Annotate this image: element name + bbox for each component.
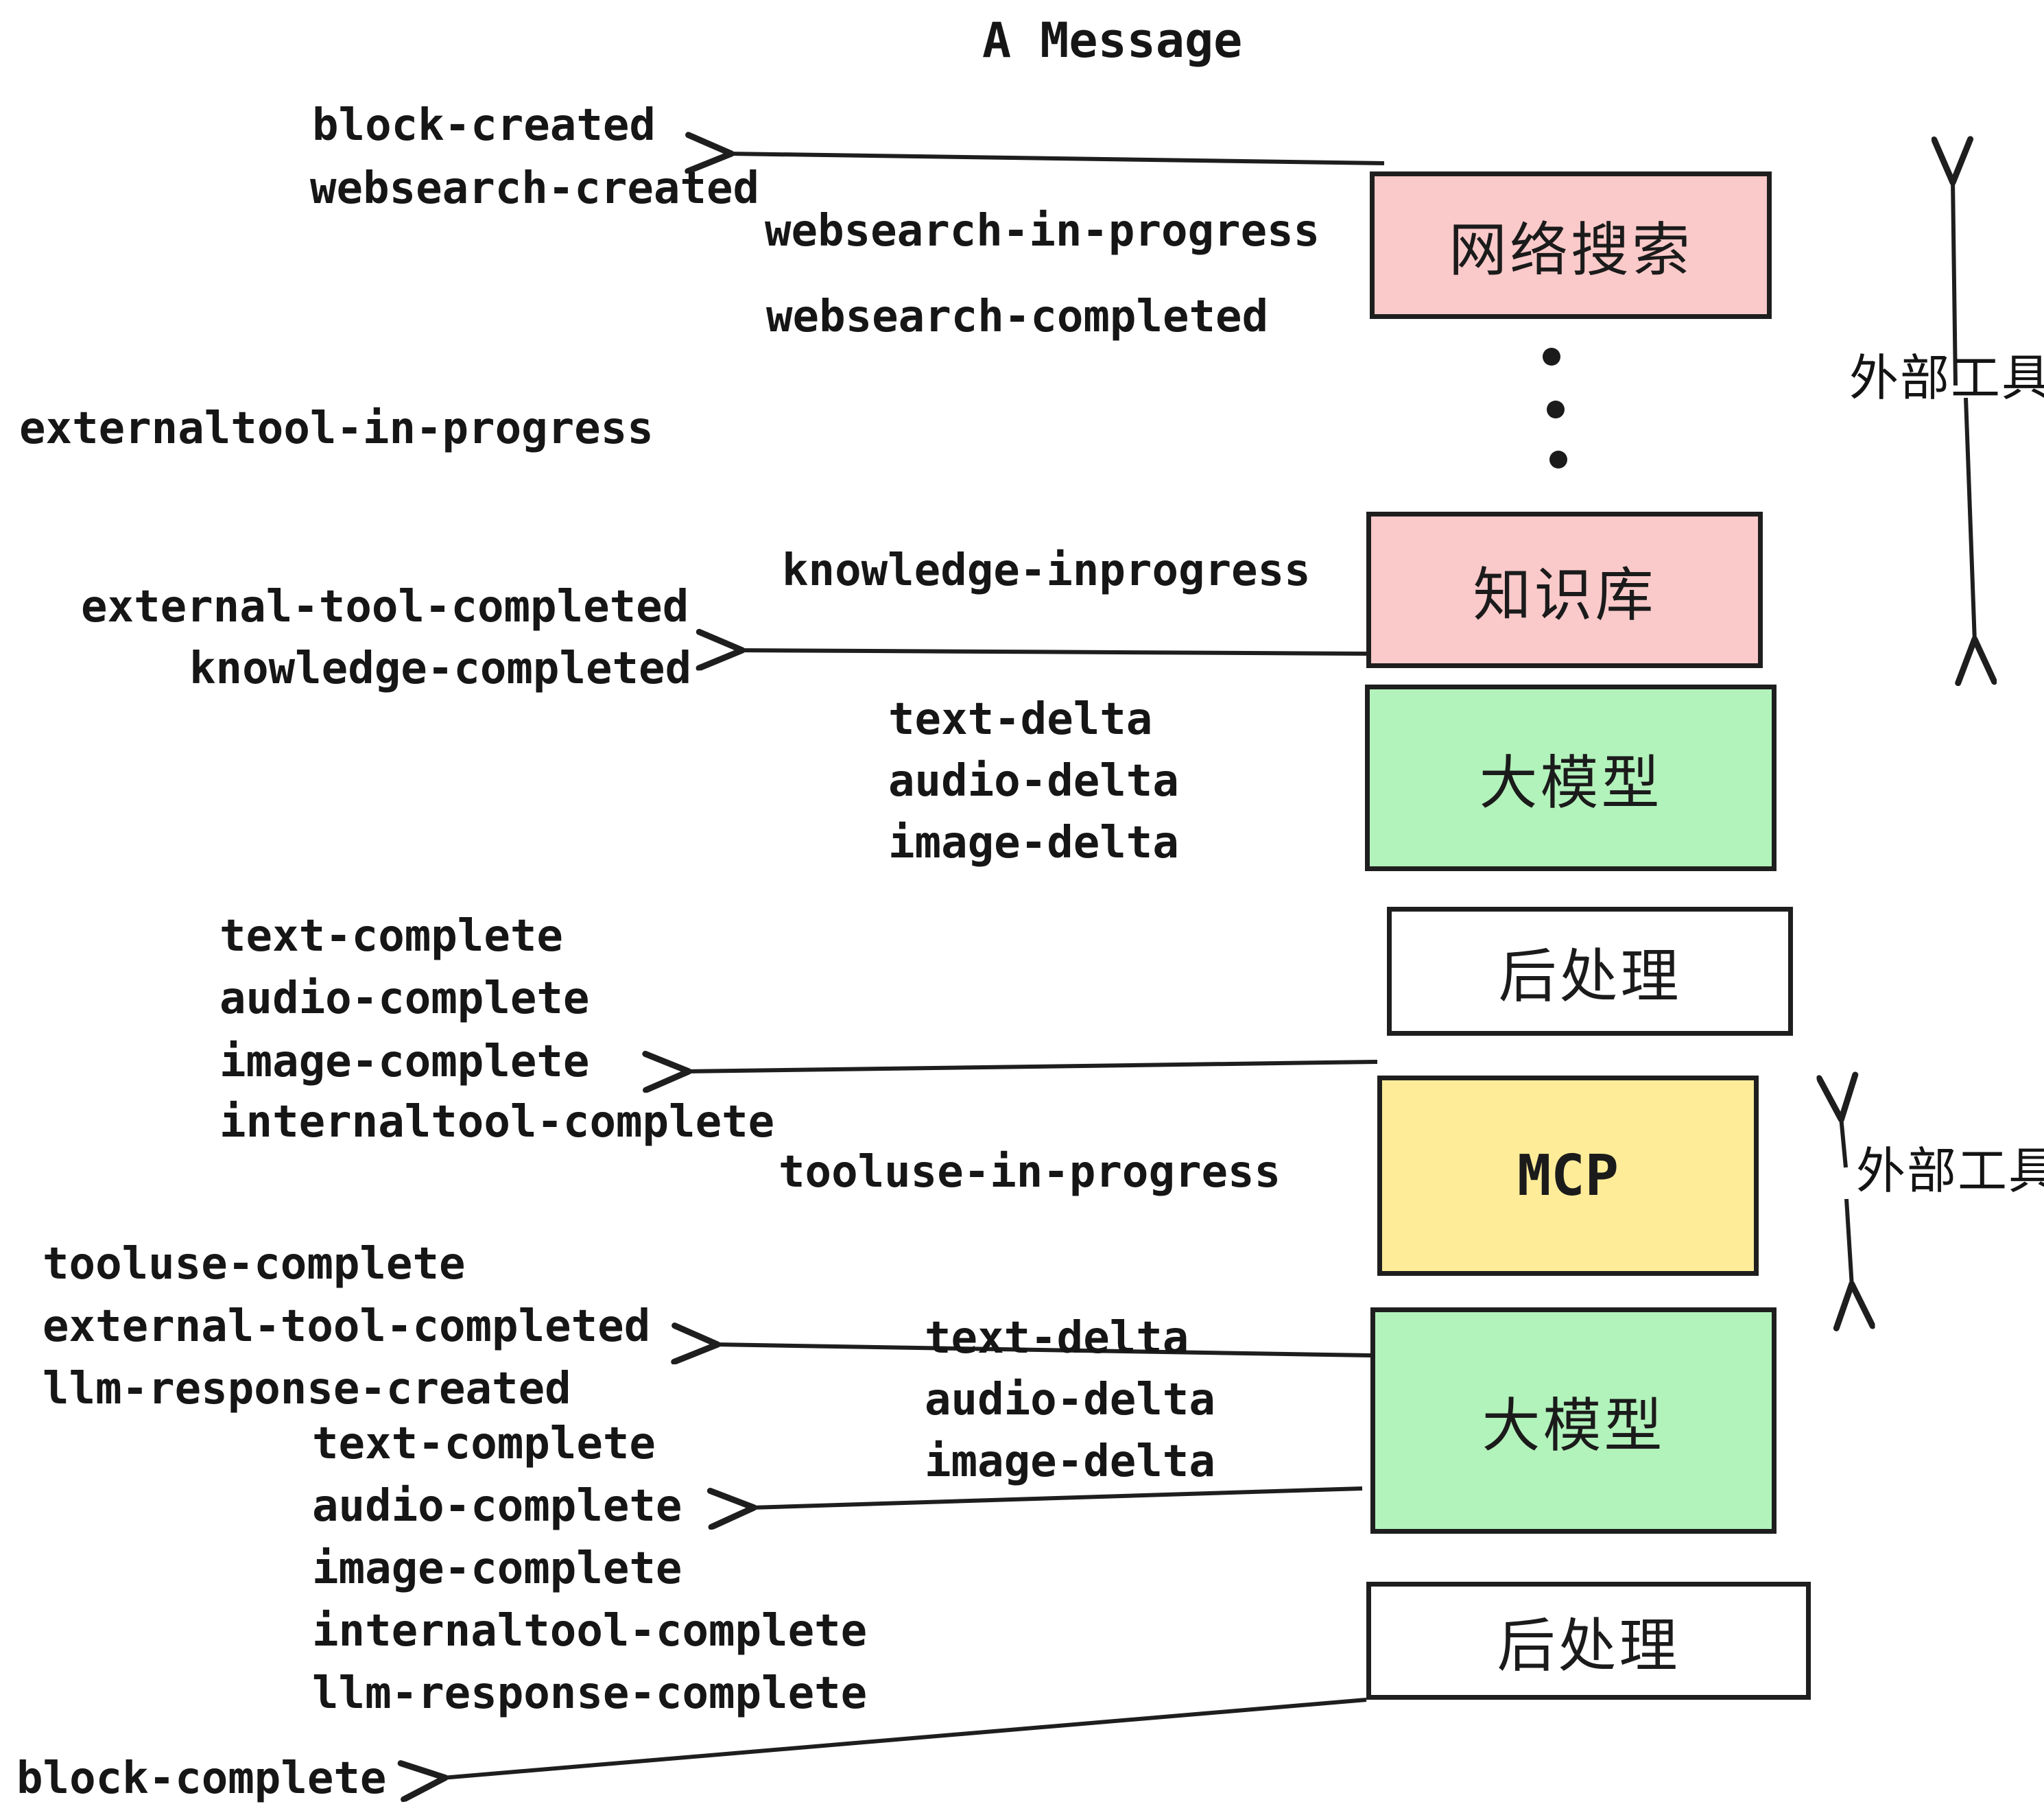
- event-text-complete: text-complete: [219, 911, 563, 962]
- box-llm-2: 大模型: [1370, 1307, 1776, 1534]
- event-knowledge-inprogress: knowledge-inprogress: [782, 545, 1311, 596]
- box-websearch-label: 网络搜索: [1448, 217, 1693, 285]
- event-block-complete: block-complete: [16, 1753, 387, 1804]
- event-audio-complete-2: audio-complete: [312, 1481, 682, 1532]
- event-tooluse-in-progress: tooluse-in-progress: [779, 1147, 1281, 1198]
- ellipsis-dot: [1549, 451, 1567, 468]
- event-text-complete-2: text-complete: [312, 1419, 656, 1469]
- note-external-tools-1: 外部工具: [1849, 349, 2044, 407]
- box-postprocess-1: 后处理: [1387, 907, 1793, 1036]
- event-websearch-created: websearch-created: [310, 163, 760, 214]
- box-postprocess-2-label: 后处理: [1497, 1612, 1680, 1681]
- event-image-delta-2: image-delta: [925, 1436, 1215, 1487]
- box-mcp-label: MCP: [1517, 1143, 1619, 1209]
- event-text-delta-2: text-delta: [925, 1313, 1189, 1364]
- arrow-audio-complete: [751, 1486, 1363, 1508]
- arrow-image-complete: [686, 1062, 1378, 1071]
- box-mcp: MCP: [1377, 1076, 1759, 1276]
- box-knowledge: 知识库: [1366, 512, 1763, 668]
- event-external-tool-completed: external-tool-completed: [81, 582, 689, 632]
- box-llm-2-label: 大模型: [1482, 1392, 1665, 1460]
- box-postprocess-2: 后处理: [1366, 1582, 1811, 1700]
- event-text-delta: text-delta: [888, 694, 1153, 745]
- event-tooluse-complete: tooluse-complete: [43, 1239, 466, 1290]
- event-image-delta: image-delta: [888, 818, 1179, 868]
- diagram-title: A Message: [982, 12, 1243, 69]
- box-postprocess-label: 后处理: [1498, 942, 1682, 1011]
- event-image-complete: image-complete: [219, 1036, 590, 1087]
- event-internaltool-complete-2: internaltool-complete: [312, 1606, 868, 1657]
- arrow-external-tools-down-2: [1846, 1198, 1852, 1287]
- event-audio-delta: audio-delta: [888, 756, 1179, 807]
- arrow-external-tools-up-2: [1841, 1117, 1846, 1168]
- arrow-block-created: [728, 154, 1385, 163]
- event-internaltool-complete: internaltool-complete: [219, 1097, 775, 1148]
- event-external-tool-completed-2: external-tool-completed: [43, 1301, 651, 1352]
- event-block-created: block-created: [312, 100, 656, 151]
- event-llm-response-complete: llm-response-complete: [312, 1668, 868, 1719]
- arrow-knowledge-completed: [739, 650, 1371, 654]
- event-knowledge-completed: knowledge-completed: [189, 643, 692, 694]
- event-externaltool-in-progress: externaltool-in-progress: [19, 403, 654, 454]
- box-knowledge-label: 知识库: [1473, 561, 1656, 630]
- event-websearch-in-progress: websearch-in-progress: [765, 206, 1320, 257]
- event-audio-delta-2: audio-delta: [925, 1375, 1215, 1425]
- ellipsis-dot: [1543, 348, 1560, 366]
- box-llm-1: 大模型: [1365, 685, 1776, 871]
- note-external-tools-2: 外部工具: [1856, 1142, 2044, 1200]
- arrow-external-tools-down-1: [1966, 397, 1975, 642]
- box-llm-label: 大模型: [1479, 749, 1663, 818]
- event-websearch-completed: websearch-completed: [766, 292, 1269, 342]
- event-audio-complete: audio-complete: [219, 973, 590, 1024]
- ellipsis-dot: [1547, 401, 1565, 418]
- box-websearch: 网络搜索: [1370, 171, 1772, 319]
- event-image-complete-2: image-complete: [312, 1543, 682, 1594]
- event-llm-response-created: llm-response-created: [43, 1364, 571, 1414]
